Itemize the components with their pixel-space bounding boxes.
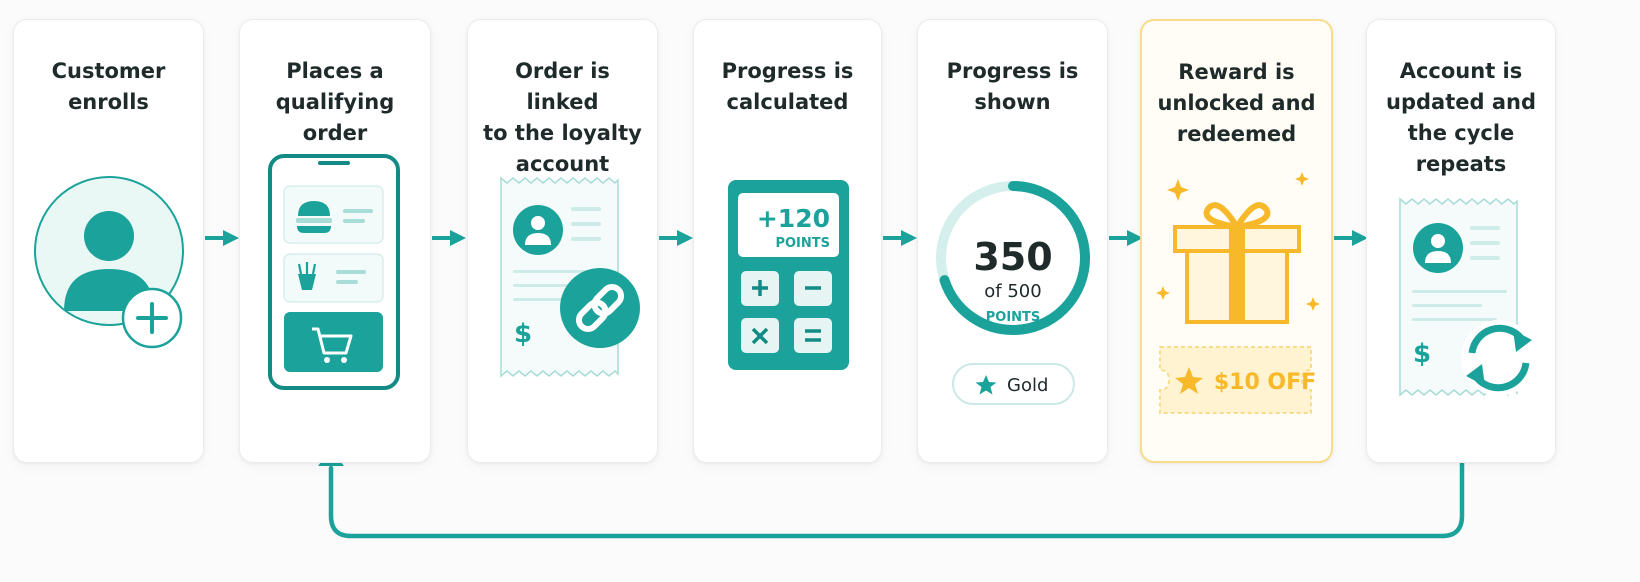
- flow-arrow: [883, 230, 917, 246]
- gift-icon: $10 OFF: [1156, 172, 1320, 414]
- step-card-repeat: Account is updated and the cycle repeats…: [1366, 19, 1556, 463]
- step-card-progress: Progress is shown 350 of 500 POINTS Gold: [917, 19, 1108, 463]
- step-title: Order is linked to the loyalty account: [483, 59, 642, 176]
- dollar-sign: $: [514, 319, 532, 349]
- dollar-sign: $: [1413, 339, 1431, 369]
- step-card-link: Order is linked to the loyalty account $: [467, 19, 658, 463]
- step-title: Customer enrolls: [51, 59, 166, 114]
- flow-arrow: [205, 230, 239, 246]
- step-card-calculate: Progress is calculated +120 POINTS: [693, 19, 882, 463]
- user-add-icon: [34, 176, 184, 349]
- star-icon: [1175, 367, 1203, 394]
- phone-order-icon: [268, 154, 400, 390]
- flow-arrow: [1109, 230, 1143, 246]
- step-title: Progress is calculated: [721, 59, 854, 114]
- calculator-icon: +120 POINTS: [728, 180, 849, 370]
- progress-unit: POINTS: [986, 310, 1041, 325]
- step-card-order: Places a qualifying order: [239, 19, 431, 463]
- tier-label: Gold: [1007, 375, 1048, 396]
- receipt-link-icon: $: [500, 176, 640, 378]
- flow-arrow: [432, 230, 466, 246]
- progress-ring-icon: 350 of 500 POINTS Gold: [936, 181, 1090, 405]
- step-title: Reward is unlocked and redeemed: [1157, 60, 1316, 146]
- step-title: Progress is shown: [946, 59, 1079, 114]
- progress-arc: [936, 181, 1090, 335]
- receipt-refresh-icon: $: [1399, 197, 1537, 397]
- coupon: $10 OFF: [1159, 346, 1316, 414]
- points-value: +120: [757, 204, 830, 233]
- step-title: Account is updated and the cycle repeats: [1386, 59, 1536, 176]
- flow-arrow: [659, 230, 693, 246]
- step-card-reward: Reward is unlocked and redeemed $10 OFF: [1140, 19, 1333, 463]
- progress-current: 350: [973, 235, 1052, 279]
- star-icon: [975, 375, 997, 395]
- step-title: Places a qualifying order: [275, 59, 395, 145]
- coupon-text: $10 OFF: [1214, 370, 1316, 395]
- tier-badge: Gold: [952, 363, 1075, 405]
- flow-arrow: [1334, 230, 1368, 246]
- step-card-enroll: Customer enrolls: [13, 19, 204, 463]
- points-label: POINTS: [775, 236, 830, 251]
- progress-target: of 500: [984, 281, 1041, 302]
